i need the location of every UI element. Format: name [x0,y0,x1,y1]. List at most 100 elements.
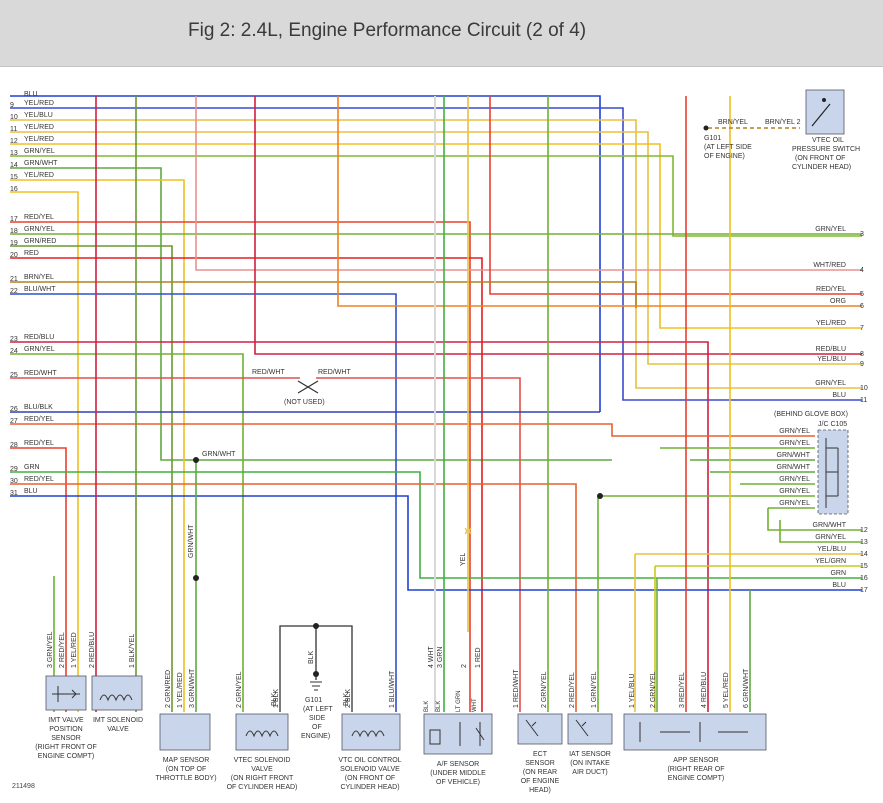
pin-label: 2 RED/YEL [59,632,66,668]
left-wire-number: 19 [10,240,18,247]
component-name-line: APP SENSOR [673,757,718,764]
component-name-line: A/F SENSOR [437,761,479,768]
brn-yel-2-label: BRN/YEL 2 [765,119,801,126]
left-wire-color: GRN/RED [24,238,56,245]
left-wire-color: RED/YEL [24,214,54,221]
right-wire-number: 8 [860,351,864,358]
left-wire-color: GRN/WHT [24,160,58,167]
right-wire-color: GRN/YEL [815,380,846,387]
wire-network [10,95,862,712]
left-wire-color: BLU/BLK [24,404,53,411]
pin-label: 2 GRN/RED [165,670,172,708]
left-wire-number: 12 [10,138,18,145]
right-wire-color: ORG [830,298,846,305]
right-wire-number: 3 [860,231,864,238]
pin-label: 2 GRN/YEL [541,671,548,708]
component-name-line: CYLINDER HEAD) [340,784,399,791]
grn-wht-splice-label: GRN/WHT [202,451,236,458]
right-wire-color: RED/BLU [816,346,846,353]
pin-label: 1 BLK [273,689,280,708]
pin-label: 1 GRN/YEL [591,671,598,708]
af-pin-label: LT GRN [456,691,462,712]
component-name-line: OF CYLINDER HEAD) [227,784,298,791]
left-wire-number: 22 [10,288,18,295]
component-name-line: MAP SENSOR [163,757,210,764]
left-wire-color: BLU/WHT [24,286,56,293]
right-wire-color: GRN/YEL [815,226,846,233]
imt-valve-position-sensor [45,675,87,711]
af-pin-label: BLK [424,701,430,712]
af-pin-label: WHT [472,698,478,712]
left-wire-color: GRN/YEL [24,226,55,233]
wire-r14 [634,553,862,712]
right-wire-color: BLU [832,582,846,589]
component-name-line: VTC OIL CONTROL [338,757,401,764]
left-wire-number: 15 [10,174,18,181]
wire-l10 [10,119,862,389]
wire-l23 [10,341,709,712]
jc-wire-color: GRN/YEL [779,488,810,495]
pin-label: 1 RED [475,647,482,668]
g101-top-line1: G101 [704,135,721,142]
pin-label: 2 BLK [345,689,352,708]
right-wire-color: YEL/RED [816,320,846,327]
right-wire-number: 16 [860,575,868,582]
right-wire-labels: 3GRN/YEL4WHT/RED5RED/YEL6ORG7YEL/RED8RED… [813,226,868,594]
right-wire-color: GRN/WHT [813,522,847,529]
wire-l27 [10,423,815,437]
splice-points [193,125,709,677]
left-wire-color: RED/YEL [24,440,54,447]
pin-label: 1 YEL/RED [177,672,184,708]
vtec-blk-label: BLK [271,692,278,706]
wire-wht-red [195,96,862,271]
left-wire-number: 29 [10,466,18,473]
left-wire-color: GRN/YEL [24,148,55,155]
g101-bottom-line4: OF [312,724,322,731]
jc-c105-label: J/C C105 [818,421,847,428]
component-name-line: OF VEHICLE) [436,779,480,786]
wire-l21 [10,281,637,308]
left-wire-color: YEL/RED [24,100,54,107]
figure-id: 211498 [12,783,35,790]
pin-label: 2 RED/YEL [569,672,576,708]
component-name-line: HEAD) [529,787,551,794]
left-wire-number: 27 [10,418,18,425]
component-name-line: (ON REAR [523,769,557,776]
pin-label: 1 YEL/BLU [629,673,636,708]
left-wire-color: RED/YEL [24,416,54,423]
component-name-line: AIR DUCT) [572,769,607,776]
component-name-line: (ON RIGHT FRONT [231,775,294,782]
wire-l17 [10,221,471,712]
red-wht-label-a: RED/WHT [252,369,285,376]
jc-wire-color: GRN/WHT [777,464,811,471]
right-wire-color: RED/YEL [816,286,846,293]
right-wire-color: BLU [832,392,846,399]
not-used-marker [297,380,319,394]
wire-jc7 [779,520,862,543]
jc-wire-color: GRN/YEL [779,476,810,483]
g101-bottom-line1: G101 [305,697,322,704]
left-wire-number: 17 [10,216,18,223]
wire-l16 [10,191,79,712]
yel-vert-label: YEL [460,553,467,566]
component-name-line: ECT [533,751,548,758]
left-wire-number: 18 [10,228,18,235]
brn-yel-label: BRN/YEL [718,119,748,126]
right-wire-number: 4 [860,267,864,274]
right-wire-number: 17 [860,587,868,594]
wire-l13 [10,155,862,237]
left-wire-color: YEL/RED [24,124,54,131]
component-name-line: (ON FRONT OF [345,775,395,782]
g101-bottom-ground [310,681,322,691]
right-wire-color: GRN [830,570,846,577]
pin-label: 1 RED/WHT [513,669,520,708]
right-wire-number: 9 [860,361,864,368]
g101-top-line2: (AT LEFT SIDE [704,144,752,151]
left-wire-number: 25 [10,372,18,379]
vtec-switch-line3: (ON FRONT OF [795,155,845,162]
wire-l25b [316,377,521,712]
right-wire-number: 11 [860,397,867,404]
wire-l28 [10,447,67,712]
left-wire-number: 24 [10,348,18,355]
